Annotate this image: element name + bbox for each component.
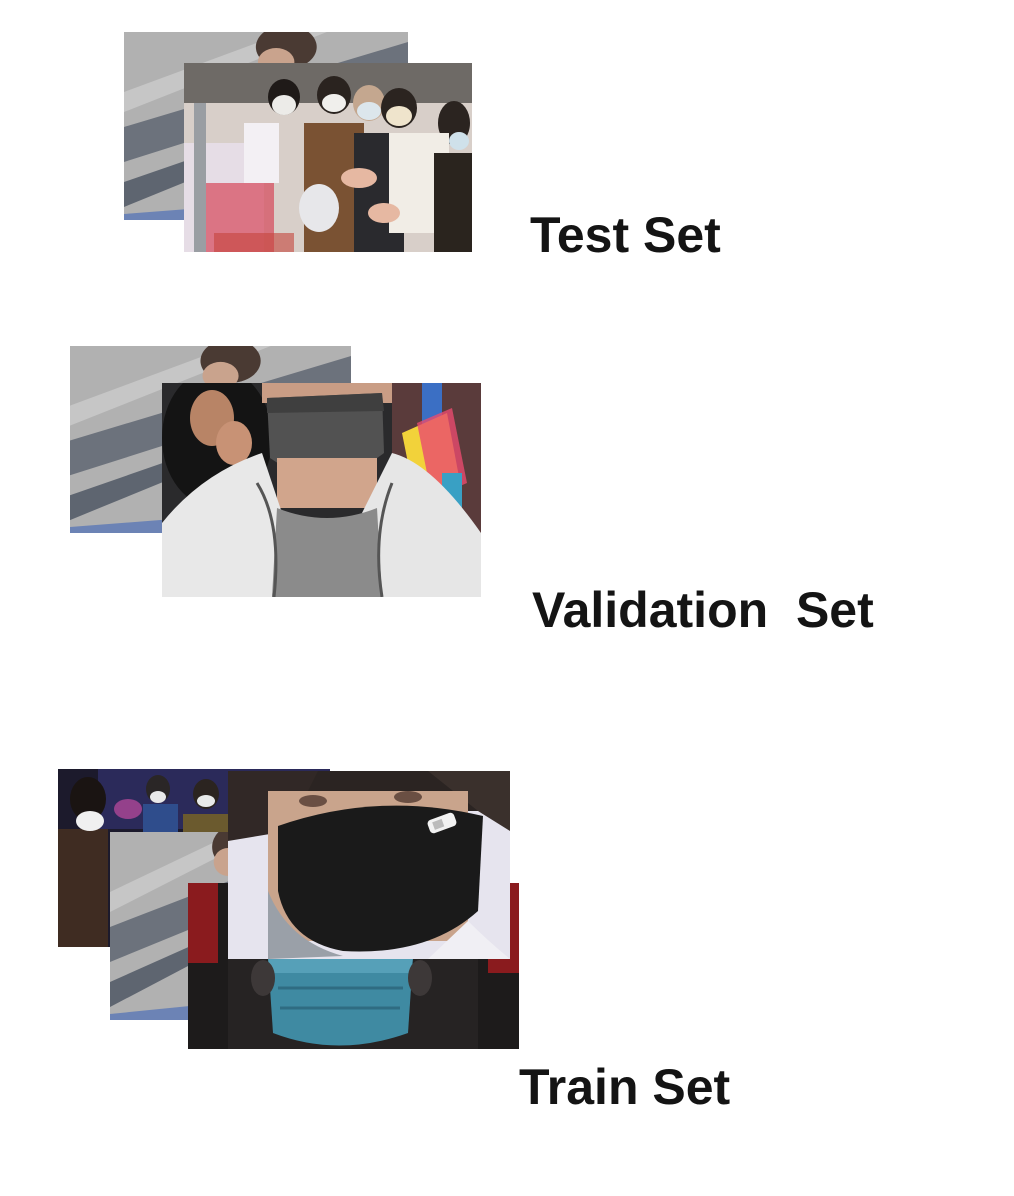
test-set-label: Test Set [530,207,721,263]
train-set-label: Train Set [519,1059,731,1115]
validation-set-label: Validation Set [532,582,874,638]
validation-set-image-grey-mask [162,383,481,597]
test-set-image-crowd [184,63,472,252]
train-set-image-black-mask [228,771,510,959]
